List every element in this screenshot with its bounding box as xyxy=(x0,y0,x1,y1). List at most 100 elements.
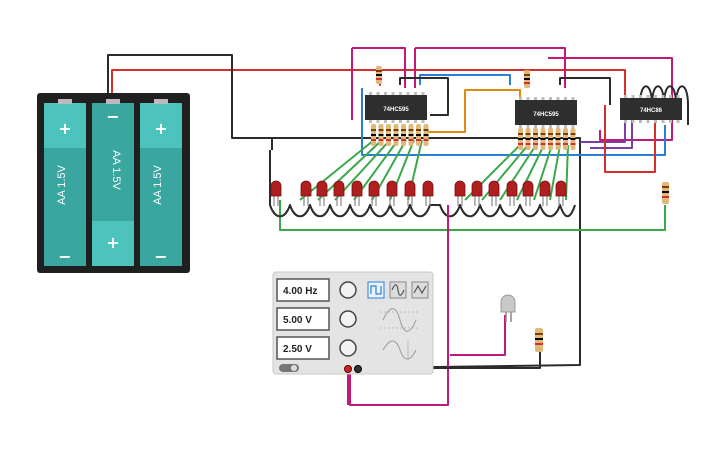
red-led[interactable] xyxy=(422,180,434,206)
battery-terminal xyxy=(106,99,120,104)
frequency-display[interactable] xyxy=(276,278,330,302)
chip-pin[interactable] xyxy=(661,95,665,98)
chip-pin[interactable] xyxy=(654,95,657,98)
red-led[interactable] xyxy=(368,180,380,206)
chip-pin[interactable] xyxy=(376,120,380,123)
chip-pin[interactable] xyxy=(669,95,672,98)
chip-pin[interactable] xyxy=(669,120,672,123)
red-led[interactable] xyxy=(454,180,466,206)
battery-cell-1[interactable]: + − AA 1.5V xyxy=(44,99,86,266)
chip-74hc595-2[interactable]: 74HC595 xyxy=(515,97,577,128)
chip-pin[interactable] xyxy=(631,95,635,98)
chip-pin[interactable] xyxy=(549,125,552,128)
chip-pin[interactable] xyxy=(384,120,387,123)
chip-74hc86[interactable]: 74HC86 xyxy=(620,95,682,123)
wire-black-chip2[interactable] xyxy=(559,77,611,105)
chip-pin[interactable] xyxy=(519,97,522,100)
chip-pin[interactable] xyxy=(556,97,560,100)
chip-pin[interactable] xyxy=(639,95,642,98)
chip-pin[interactable] xyxy=(646,95,650,98)
chip-pin[interactable] xyxy=(369,120,372,123)
red-led[interactable] xyxy=(506,180,518,206)
chip-pin[interactable] xyxy=(391,120,395,123)
wire-magenta-fg[interactable] xyxy=(347,205,506,406)
led-row[interactable] xyxy=(270,180,567,206)
red-led[interactable] xyxy=(404,180,416,206)
chip-74hc595-1[interactable]: 74HC595 xyxy=(365,92,427,123)
chip-pin[interactable] xyxy=(384,92,387,95)
resistor-array-1[interactable] xyxy=(371,124,429,146)
chip-pin[interactable] xyxy=(399,92,402,95)
wire-black-chip1[interactable] xyxy=(399,77,449,116)
frequency-knob[interactable] xyxy=(339,281,357,299)
output-positive-terminal[interactable] xyxy=(344,365,352,373)
chip-pin[interactable] xyxy=(526,125,530,128)
chip-pin[interactable] xyxy=(624,120,627,123)
offset-knob[interactable] xyxy=(339,339,357,357)
wire-magenta-top[interactable] xyxy=(351,47,566,120)
chip-pin[interactable] xyxy=(406,92,410,95)
battery-cell-3[interactable]: + − AA 1.5V xyxy=(140,99,182,266)
white-led[interactable] xyxy=(500,294,516,322)
resistor-xor-output[interactable] xyxy=(662,182,669,204)
chip-pin[interactable] xyxy=(624,95,627,98)
wire-blue-clock[interactable] xyxy=(361,88,666,156)
chip-pin[interactable] xyxy=(646,120,650,123)
chip-pin[interactable] xyxy=(549,97,552,100)
chip-pin[interactable] xyxy=(391,92,395,95)
chip-pin[interactable] xyxy=(541,125,545,128)
resistor-top-1[interactable] xyxy=(376,66,382,84)
chip-pin[interactable] xyxy=(534,125,537,128)
wire-red-xor[interactable] xyxy=(604,105,656,173)
chip-pin[interactable] xyxy=(414,120,417,123)
wire-magenta-right[interactable] xyxy=(548,57,673,141)
chip-pin[interactable] xyxy=(421,120,425,123)
red-led[interactable] xyxy=(555,180,567,206)
chip-pin[interactable] xyxy=(369,92,372,95)
battery-pack[interactable]: + − AA 1.5V − + AA 1.5V + − AA 1.5V xyxy=(37,93,190,273)
chip-pin[interactable] xyxy=(654,120,657,123)
chip-pin[interactable] xyxy=(571,125,575,128)
red-led[interactable] xyxy=(333,180,345,206)
chip-pin[interactable] xyxy=(406,120,410,123)
red-led[interactable] xyxy=(386,180,398,206)
red-led[interactable] xyxy=(522,180,534,206)
chip-pin[interactable] xyxy=(556,125,560,128)
resistor-array-2[interactable] xyxy=(518,128,576,150)
offset-display[interactable] xyxy=(276,336,330,360)
chip-pin[interactable] xyxy=(421,92,425,95)
chip-pin[interactable] xyxy=(541,97,545,100)
chip-pin[interactable] xyxy=(519,125,522,128)
wire-blue-latch[interactable] xyxy=(419,74,511,85)
red-led[interactable] xyxy=(300,180,312,206)
chip-pin[interactable] xyxy=(414,92,417,95)
chip-pin[interactable] xyxy=(534,97,537,100)
red-led[interactable] xyxy=(539,180,551,206)
wire-orange-data[interactable] xyxy=(425,89,521,133)
chip-pin[interactable] xyxy=(376,92,380,95)
output-negative-terminal[interactable] xyxy=(354,365,362,373)
chip-pin[interactable] xyxy=(639,120,642,123)
chip-pin[interactable] xyxy=(571,97,575,100)
chip-pin[interactable] xyxy=(399,120,402,123)
chip-pin[interactable] xyxy=(661,120,665,123)
battery-cell-2[interactable]: − + AA 1.5V xyxy=(92,99,134,266)
chip-pin[interactable] xyxy=(676,95,680,98)
amplitude-display[interactable] xyxy=(276,307,330,331)
function-generator[interactable]: 4.00 Hz 5.00 V 2.50 V xyxy=(272,271,434,375)
red-led[interactable] xyxy=(270,180,282,206)
chip-pin[interactable] xyxy=(526,97,530,100)
red-led[interactable] xyxy=(351,180,363,206)
resistor-sensor[interactable] xyxy=(535,328,543,352)
chip-pin[interactable] xyxy=(631,120,635,123)
red-led[interactable] xyxy=(471,180,483,206)
chip-pin[interactable] xyxy=(676,120,680,123)
chip-pin[interactable] xyxy=(564,97,567,100)
red-led[interactable] xyxy=(488,180,500,206)
wire-black-led-ground[interactable] xyxy=(269,150,576,218)
amplitude-knob[interactable] xyxy=(339,310,357,328)
chip-pin[interactable] xyxy=(564,125,567,128)
resistor-top-2[interactable] xyxy=(524,70,530,88)
red-led[interactable] xyxy=(316,180,328,206)
